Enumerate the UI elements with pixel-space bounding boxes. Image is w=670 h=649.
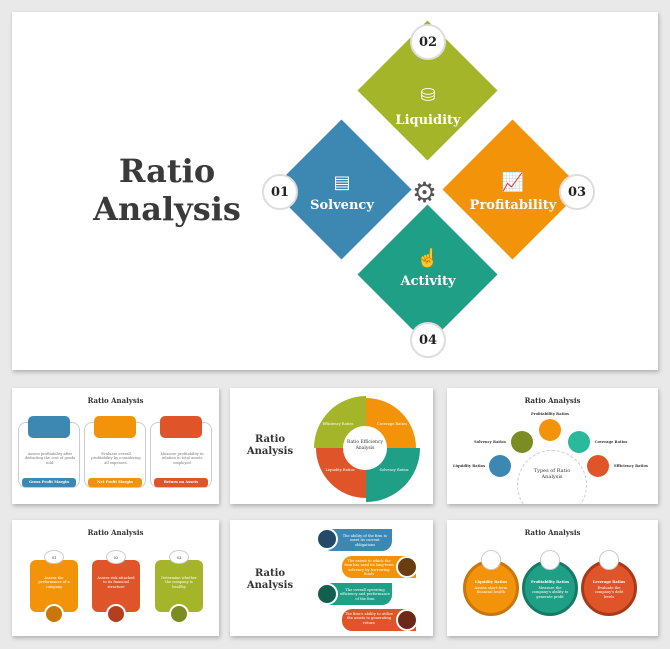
thumb-title: Ratio Analysis: [524, 528, 581, 537]
gear-icon: ⚙: [412, 176, 438, 209]
card-desc: Evaluate overall profitability by consid…: [91, 452, 141, 465]
node-label: Profitability Ratios: [530, 412, 570, 416]
icon-circle: [169, 604, 189, 624]
label-profitability: Profitability: [469, 198, 557, 213]
bubble-icon: [160, 416, 202, 438]
coins-chart-icon: ⛁: [420, 85, 436, 106]
thumb-title: Ratio Analysis: [246, 434, 294, 457]
row-text: The firm's ability to utilize the assets…: [345, 612, 393, 625]
thumbnail-6[interactable]: Ratio Analysis Liquidity Ratios Assess s…: [447, 520, 658, 636]
label-solvency: Solvency: [310, 198, 374, 213]
row-text: The ability of the firm to meet its curr…: [342, 534, 388, 547]
number-badge-03: 03: [559, 174, 595, 210]
thumb-title: Ratio Analysis: [87, 528, 144, 537]
card-desc: Assess profitability after deducting the…: [24, 452, 76, 465]
number-badge-04: 04: [410, 322, 446, 358]
card-desc: Measure profitability in relation to tot…: [160, 452, 204, 465]
card-desc: Determine whether the company is healthy: [161, 576, 197, 589]
card-number: 01: [44, 550, 64, 564]
center-label: Ratio Efficiency Analysis: [346, 440, 384, 451]
bubble-icon: [94, 416, 136, 438]
circle-label: Liquidity Ratios: [474, 580, 508, 584]
card-desc: Assess risk attached to its financial st…: [97, 576, 135, 589]
node-label: Solvency Ratios: [474, 440, 506, 444]
node-coverage: [568, 431, 590, 453]
icon-circle: [106, 604, 126, 624]
row-text: The extent to which the firm has used it…: [344, 559, 394, 577]
card-03: [155, 560, 203, 612]
thumbnail-1[interactable]: Ratio Analysis Assess profitability afte…: [12, 388, 219, 504]
row-text: The overall operating efficiency and per…: [340, 588, 390, 601]
icon-badge: [481, 550, 501, 570]
node-liquidity: [489, 455, 511, 477]
segment-label: Liquidity Ratios: [325, 468, 355, 472]
thumbnail-4[interactable]: Ratio Analysis 01 02 03 Assess the perfo…: [12, 520, 219, 636]
card-label: Gross Profit Margin: [22, 478, 76, 487]
icon-circle: [396, 609, 418, 631]
bubble-icon: [28, 416, 70, 438]
growth-chart-icon: 📈: [501, 172, 525, 193]
card-desc: Assess the performance of a company: [38, 576, 70, 589]
thumb-title: Ratio Analysis: [246, 568, 294, 591]
icon-circle: [316, 583, 338, 605]
icon-circle: [396, 556, 418, 578]
thumbnail-3[interactable]: Ratio Analysis Types of Ratio Analysis L…: [447, 388, 658, 504]
number-badge-01: 01: [262, 174, 298, 210]
icon-circle: [44, 604, 64, 624]
node-solvency: [511, 431, 533, 453]
circle-profitability: [522, 560, 578, 616]
label-activity: Activity: [400, 274, 456, 289]
node-label: Liquidity Ratios: [452, 464, 486, 468]
circle-label: Leverage Ratios: [592, 580, 626, 584]
thumbnail-2[interactable]: Ratio Analysis Ratio Efficiency Analysis…: [230, 388, 433, 504]
card-number: 02: [106, 550, 126, 564]
icon-badge: [540, 550, 560, 570]
thumbnail-5[interactable]: Ratio Analysis The ability of the firm t…: [230, 520, 433, 636]
report-icon: ▤: [333, 172, 351, 193]
row-bar: [322, 583, 392, 605]
card-label: Net Profit Margin: [88, 478, 142, 487]
thumb-title: Ratio Analysis: [87, 396, 144, 405]
center-label: Types of Ratio Analysis: [533, 468, 571, 480]
thumb-title: Ratio Analysis: [524, 396, 581, 405]
segment-label: Solvency Ratios: [379, 468, 409, 472]
card-01: [30, 560, 78, 612]
icon-circle: [316, 528, 338, 550]
circle-desc: Assess short-term financial health: [474, 586, 508, 595]
node-profitability: [539, 419, 561, 441]
card-02: [92, 560, 140, 612]
hand-gear-icon: ☝: [416, 248, 440, 269]
card-label: Return on Assets: [154, 478, 208, 487]
circle-desc: Evaluate the company's debt levels: [594, 586, 624, 599]
node-label: Coverage Ratios: [594, 440, 628, 444]
card-number: 03: [169, 550, 189, 564]
row-bar: [322, 529, 392, 551]
number-badge-02: 02: [410, 24, 446, 60]
circle-desc: Measure the company's ability to generat…: [531, 586, 569, 599]
segment-label: Coverage Ratios: [376, 422, 408, 426]
node-label: Efficiency Ratios: [614, 464, 648, 468]
circle-label: Profitability Ratios: [530, 580, 570, 584]
label-liquidity: Liquidity: [395, 113, 461, 128]
segment-label: Efficiency Ratios: [322, 422, 354, 426]
icon-badge: [599, 550, 619, 570]
node-efficiency: [587, 455, 609, 477]
